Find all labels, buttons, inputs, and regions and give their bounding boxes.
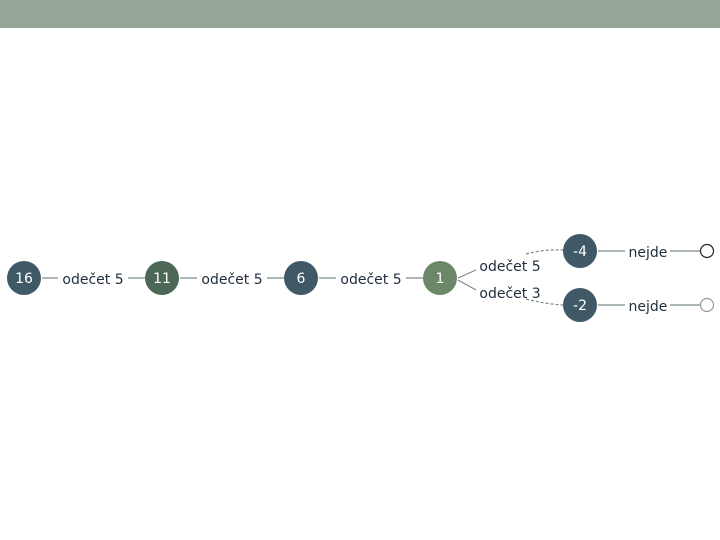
edge-line — [525, 249, 564, 255]
node-11: 11 — [145, 261, 179, 295]
edge-label: nejde — [629, 245, 668, 261]
edge-label: odečet 5 — [479, 259, 540, 275]
node-label: 6 — [297, 271, 306, 287]
edge-label: odečet 5 — [62, 272, 123, 288]
node-label: -4 — [573, 244, 587, 260]
node-minus-2: -2 — [563, 288, 597, 322]
edge-line — [457, 269, 477, 279]
terminal-node — [699, 243, 715, 259]
node-label: 16 — [15, 271, 33, 287]
node-16: 16 — [7, 261, 41, 295]
edge-label: odečet 3 — [479, 286, 540, 302]
edge-label: odečet 5 — [201, 272, 262, 288]
node-label: -2 — [573, 298, 587, 314]
node-1: 1 — [423, 261, 457, 295]
header-bar — [0, 0, 720, 28]
node-minus-4: -4 — [563, 234, 597, 268]
node-6: 6 — [284, 261, 318, 295]
edge-line — [457, 279, 477, 291]
edge-label: odečet 5 — [340, 272, 401, 288]
terminal-node — [699, 297, 715, 313]
node-label: 11 — [153, 271, 171, 287]
edge-label: nejde — [629, 299, 668, 315]
node-label: 1 — [436, 271, 445, 287]
